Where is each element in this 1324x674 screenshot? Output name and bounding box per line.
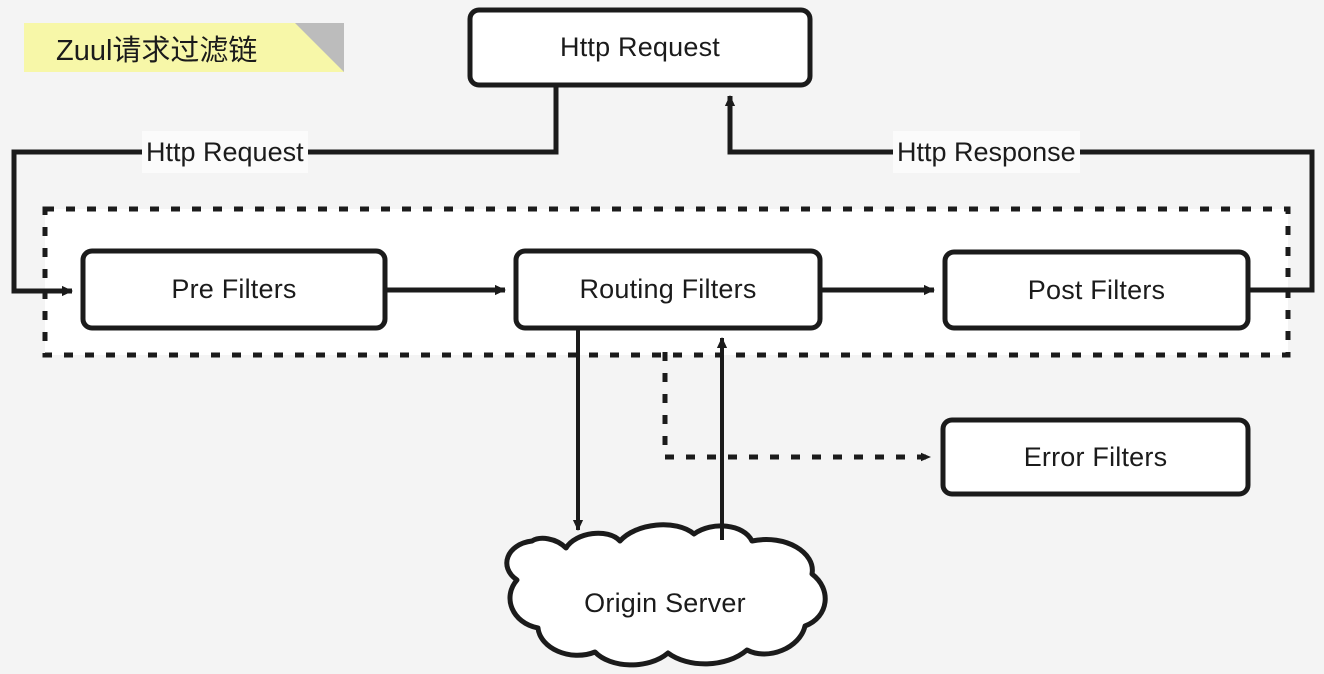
edge-http-request-inbound — [11, 85, 559, 297]
edge-error-path — [662, 352, 931, 462]
routing-filters-box — [513, 248, 823, 331]
error-filters-box — [940, 417, 1251, 497]
title-highlight-band — [24, 23, 344, 72]
post-filters-box — [942, 249, 1251, 331]
diagram-title: Zuul请求过滤链 — [56, 34, 258, 67]
title-fold-corner-icon — [295, 23, 344, 72]
edge-http-response-outbound — [724, 95, 1315, 293]
origin-server-cloud — [504, 522, 828, 668]
http-request-box — [467, 7, 813, 88]
pre-filters-box — [80, 248, 388, 331]
edge-label-http-request: Http Request — [142, 131, 308, 173]
diagram-title-banner: Zuul请求过滤链 — [24, 23, 344, 72]
edge-label-http-response: Http Response — [893, 131, 1080, 173]
